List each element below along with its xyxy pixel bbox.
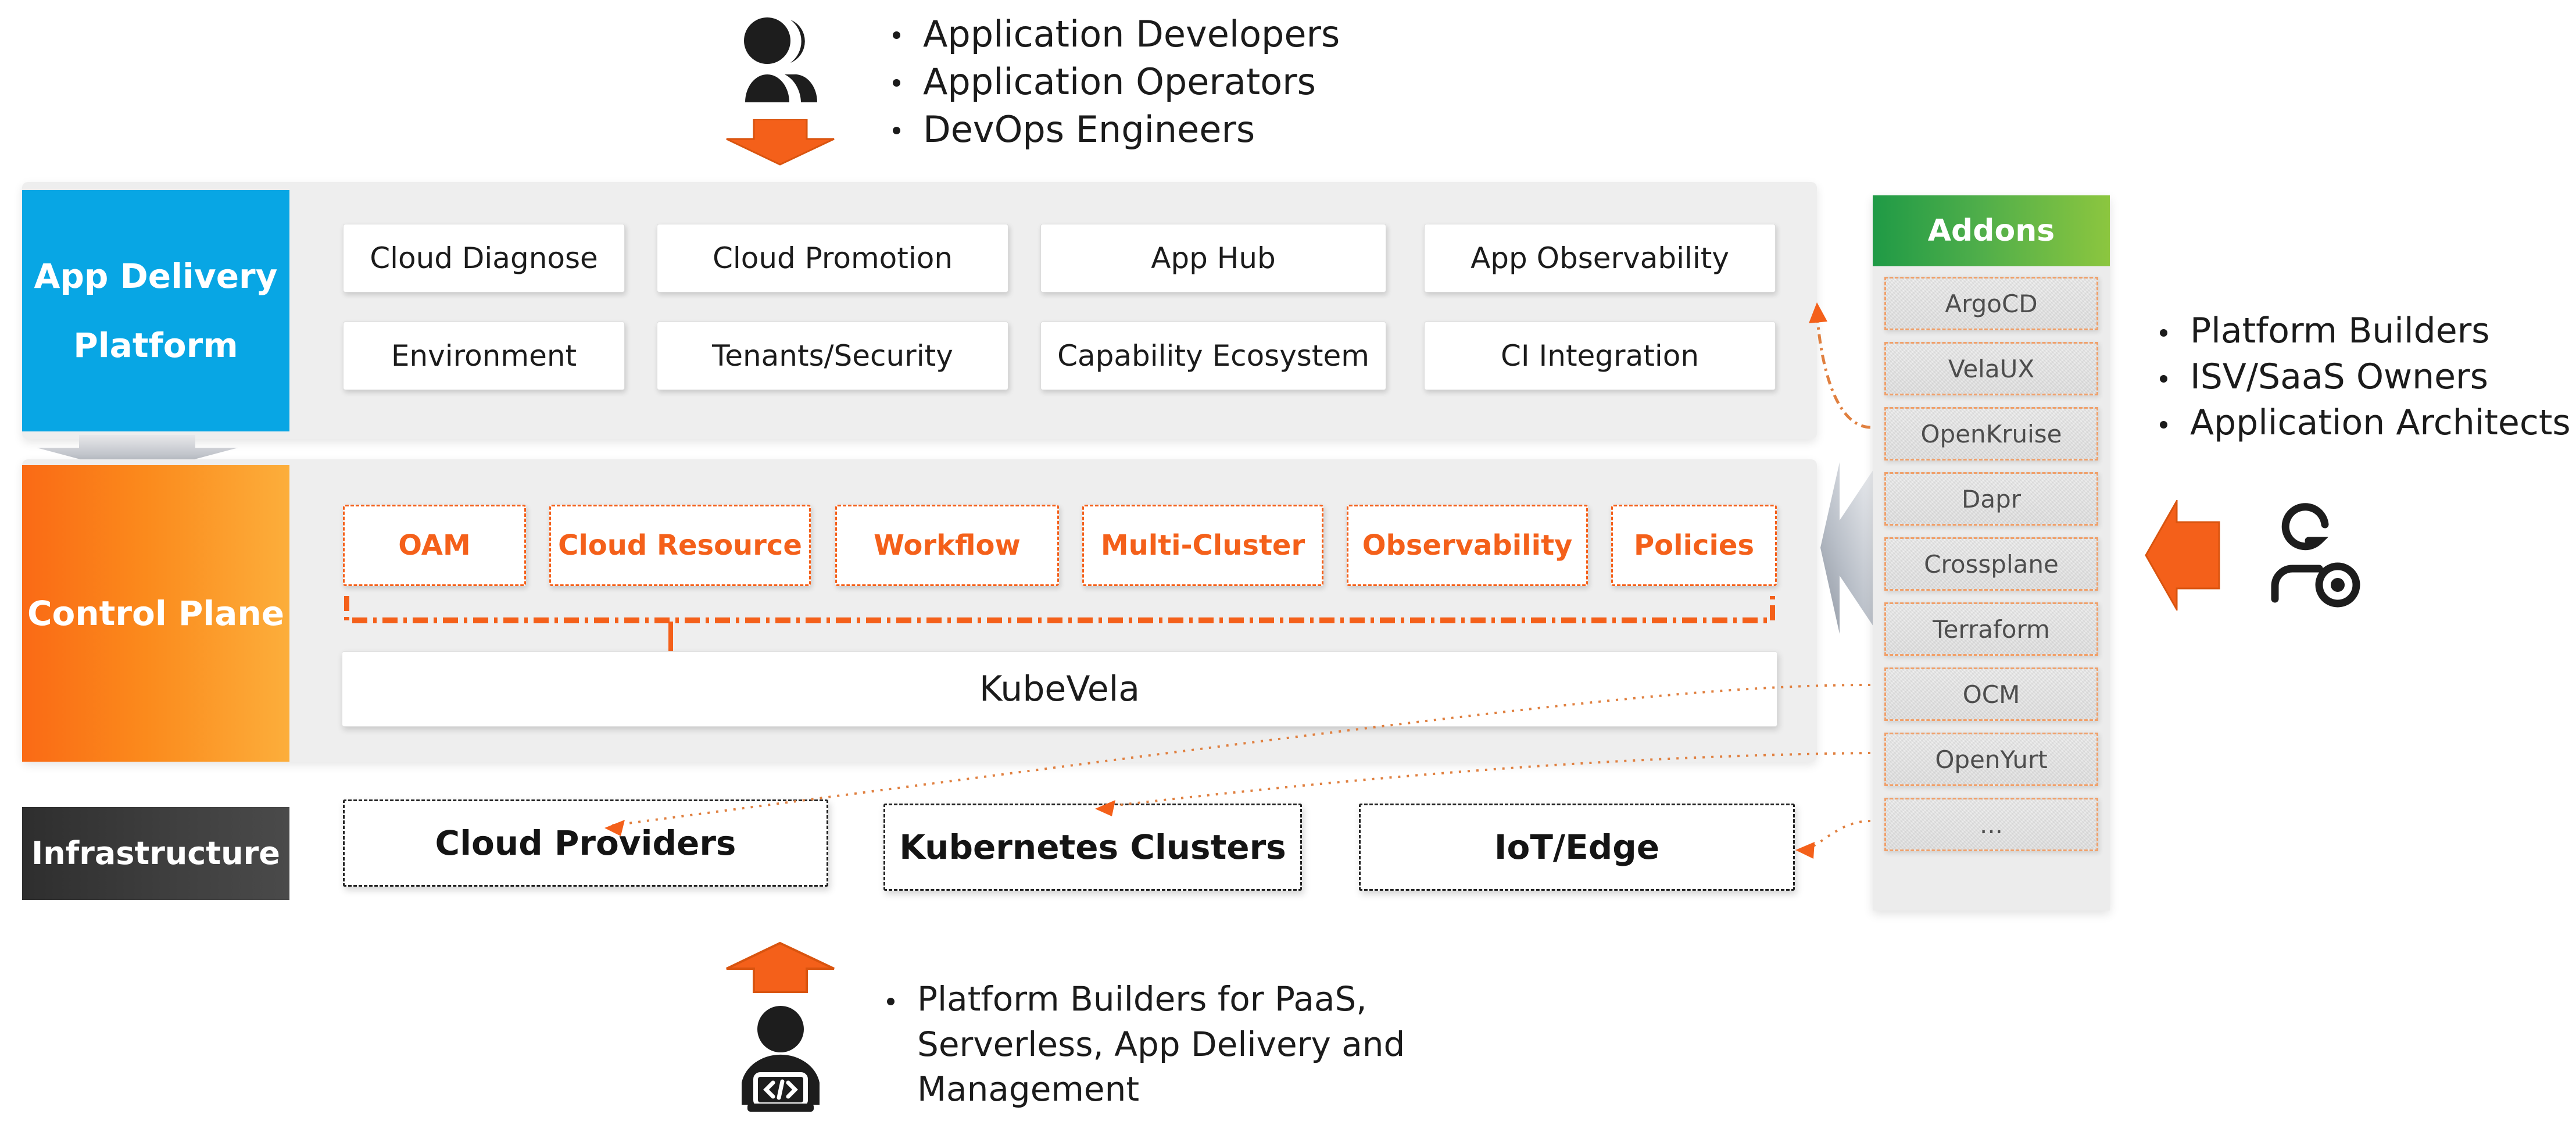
orange-up-arrow-icon <box>724 941 837 994</box>
list-item: DevOps Engineers <box>878 106 1517 153</box>
adp-label-line1: App Delivery <box>34 256 278 297</box>
app-delivery-platform-label: App Delivery Platform <box>22 190 289 431</box>
list-item: Application Architects <box>2145 400 2575 446</box>
list-item: Application Operators <box>878 58 1517 106</box>
list-item: Application Developers <box>878 10 1517 58</box>
list-item: Platform Builders <box>2145 308 2575 354</box>
addons-title: Addons <box>1873 195 2110 266</box>
addon-item-dapr[interactable]: Dapr <box>1884 472 2098 526</box>
addon-item-argocd[interactable]: ArgoCD <box>1884 277 2098 330</box>
gear-person-icon <box>2261 500 2371 611</box>
capability-pill-observability[interactable]: Observability <box>1347 505 1588 586</box>
feature-card-environment[interactable]: Environment <box>343 322 625 390</box>
feature-card-ci-integration[interactable]: CI Integration <box>1424 322 1776 390</box>
addons-list: ArgoCD VelaUX OpenKruise Dapr Crossplane… <box>1873 266 2110 851</box>
users-group-icon <box>725 16 836 103</box>
grey-left-chevron-icon <box>1819 459 1883 637</box>
bottom-persona-list: Platform Builders for PaaS, Serverless, … <box>872 977 1511 1112</box>
feature-card-cloud-promotion[interactable]: Cloud Promotion <box>657 224 1008 292</box>
addon-item-ocm[interactable]: OCM <box>1884 667 2098 721</box>
addon-item-openkruise[interactable]: OpenKruise <box>1884 407 2098 460</box>
capability-pill-cloud-resource[interactable]: Cloud Resource <box>549 505 811 586</box>
addon-item-openyurt[interactable]: OpenYurt <box>1884 733 2098 786</box>
feature-card-tenants-security[interactable]: Tenants/Security <box>657 322 1008 390</box>
orange-left-arrow-icon <box>2145 498 2220 613</box>
capability-pill-multi-cluster[interactable]: Multi-Cluster <box>1082 505 1323 586</box>
infrastructure-label: Infrastructure <box>22 807 289 900</box>
capability-pill-oam[interactable]: OAM <box>343 505 526 586</box>
addons-panel: Addons ArgoCD VelaUX OpenKruise Dapr Cro… <box>1873 195 2110 911</box>
list-item: Platform Builders for PaaS, Serverless, … <box>872 977 1511 1112</box>
addon-item-terraform[interactable]: Terraform <box>1884 602 2098 656</box>
adp-label-line2: Platform <box>73 325 238 365</box>
top-persona-list: Application Developers Application Opera… <box>878 10 1517 153</box>
feature-card-app-observability[interactable]: App Observability <box>1424 224 1776 292</box>
grey-down-arrow-icon <box>34 435 240 476</box>
addon-item-velaux[interactable]: VelaUX <box>1884 342 2098 395</box>
infra-box-kubernetes-clusters[interactable]: Kubernetes Clusters <box>883 804 1302 891</box>
feature-card-capability-ecosystem[interactable]: Capability Ecosystem <box>1040 322 1386 390</box>
kubevela-core-box[interactable]: KubeVela <box>342 651 1777 727</box>
capability-pill-policies[interactable]: Policies <box>1611 505 1777 586</box>
infra-box-cloud-providers[interactable]: Cloud Providers <box>343 799 828 887</box>
feature-card-cloud-diagnose[interactable]: Cloud Diagnose <box>343 224 625 292</box>
capability-pill-workflow[interactable]: Workflow <box>835 505 1059 586</box>
developer-laptop-icon <box>731 1000 830 1113</box>
list-item: ISV/SaaS Owners <box>2145 354 2575 400</box>
addon-item-crossplane[interactable]: Crossplane <box>1884 537 2098 591</box>
control-plane-label: Control Plane <box>22 465 289 762</box>
addon-item-more[interactable]: ... <box>1884 798 2098 851</box>
infra-box-iot-edge[interactable]: IoT/Edge <box>1359 804 1795 891</box>
app-delivery-platform-band <box>22 182 1817 439</box>
right-persona-list: Platform Builders ISV/SaaS Owners Applic… <box>2145 308 2575 447</box>
orange-down-arrow-icon <box>724 118 837 166</box>
feature-card-app-hub[interactable]: App Hub <box>1040 224 1386 292</box>
